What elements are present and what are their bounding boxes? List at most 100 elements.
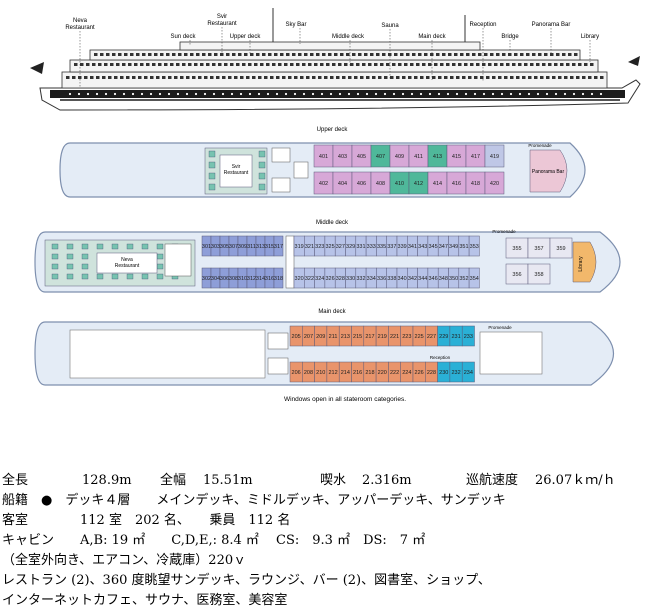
main-cabin-label-232: 232 <box>451 370 460 376</box>
table <box>208 150 216 158</box>
table <box>258 183 266 191</box>
main-stairs-1 <box>267 332 289 350</box>
main-cabin-label-225: 225 <box>415 334 424 340</box>
main-cabin-label-234: 234 <box>464 370 473 376</box>
spec-speed-value: 26.07ｋｍ/ｈ <box>535 473 616 488</box>
porthole <box>311 92 315 96</box>
middle-cabin-label-355: 355 <box>512 246 521 252</box>
spec-draft-label: 喫水 <box>320 473 347 488</box>
middle-promenade-label: Promenade <box>492 229 516 234</box>
panorama-bar-area <box>529 149 568 193</box>
window <box>136 53 140 56</box>
middle-cabin-label-350: 350 <box>449 276 458 282</box>
window <box>108 76 112 79</box>
middle-cabin-label-305: 305 <box>220 244 229 250</box>
window <box>314 63 318 66</box>
window <box>146 63 150 66</box>
window <box>462 76 466 79</box>
window <box>246 76 250 79</box>
window <box>198 76 202 79</box>
window <box>402 76 406 79</box>
window <box>264 76 268 79</box>
table <box>258 172 266 180</box>
window <box>126 76 130 79</box>
service-core-upper <box>293 161 309 179</box>
middle-cabin-353 <box>468 235 480 257</box>
window <box>296 63 300 66</box>
window <box>422 63 426 66</box>
window <box>466 53 470 56</box>
middle-cabin-label-341: 341 <box>408 244 417 250</box>
window <box>280 53 284 56</box>
window <box>484 53 488 56</box>
porthole <box>554 92 558 96</box>
window <box>326 63 330 66</box>
porthole <box>473 92 477 96</box>
window <box>418 53 422 56</box>
window <box>196 53 200 56</box>
middle-cabin-label-302: 302 <box>202 276 211 282</box>
middle-cabin-label-333: 333 <box>367 244 376 250</box>
porthole <box>95 92 99 96</box>
window <box>420 76 424 79</box>
table <box>66 243 74 250</box>
window <box>274 53 278 56</box>
spec-cabin-amenities: （全室外向き、エアコン、冷蔵庫）220ｖ <box>2 553 247 568</box>
window <box>204 76 208 79</box>
window <box>192 76 196 79</box>
profile-label-panorama-bar: Panorama Bar <box>532 22 571 28</box>
window <box>468 76 472 79</box>
middle-cabin-label-316: 316 <box>265 276 274 282</box>
window <box>354 76 358 79</box>
porthole <box>167 92 171 96</box>
window <box>258 76 262 79</box>
window <box>408 76 412 79</box>
window <box>568 53 572 56</box>
main-cabin-label-230: 230 <box>439 370 448 376</box>
window <box>346 53 350 56</box>
window <box>330 76 334 79</box>
window <box>376 53 380 56</box>
middle-cabin-label-332: 332 <box>356 276 365 282</box>
window <box>118 53 122 56</box>
window <box>394 53 398 56</box>
middle-cabin-label-345: 345 <box>428 244 437 250</box>
main-cabin-label-231: 231 <box>451 334 460 340</box>
window <box>170 63 174 66</box>
porthole <box>545 92 549 96</box>
window <box>396 76 400 79</box>
window <box>202 53 206 56</box>
main-deck-title: Main deck <box>318 309 346 315</box>
window <box>416 63 420 66</box>
middle-cabin-label-337: 337 <box>387 244 396 250</box>
window <box>474 76 478 79</box>
window <box>600 76 604 79</box>
porthole <box>122 92 126 96</box>
galley-block <box>164 243 192 277</box>
window <box>224 63 228 66</box>
table <box>141 273 149 280</box>
window <box>380 63 384 66</box>
window <box>112 53 116 56</box>
table <box>156 273 164 280</box>
main-cabin-label-210: 210 <box>316 370 325 376</box>
porthole <box>437 92 441 96</box>
window <box>232 53 236 56</box>
profile-label-middle-deck: Middle deck <box>332 34 365 40</box>
middle-cabin-label-320: 320 <box>295 276 304 282</box>
window <box>454 53 458 56</box>
window <box>216 76 220 79</box>
upper-promenade-label: Promenade <box>528 143 552 148</box>
spec-length-value: 128.9m <box>82 473 132 488</box>
reception-label: Reception <box>430 355 451 360</box>
window <box>410 63 414 66</box>
window <box>404 63 408 66</box>
middle-cabin-358 <box>527 263 551 285</box>
window <box>390 76 394 79</box>
hull-stripe <box>60 99 620 101</box>
main-cabin-label-227: 227 <box>427 334 436 340</box>
middle-cabin-label-303: 303 <box>211 244 220 250</box>
window <box>362 63 366 66</box>
middle-cabin-label-329: 329 <box>346 244 355 250</box>
table <box>96 273 104 280</box>
